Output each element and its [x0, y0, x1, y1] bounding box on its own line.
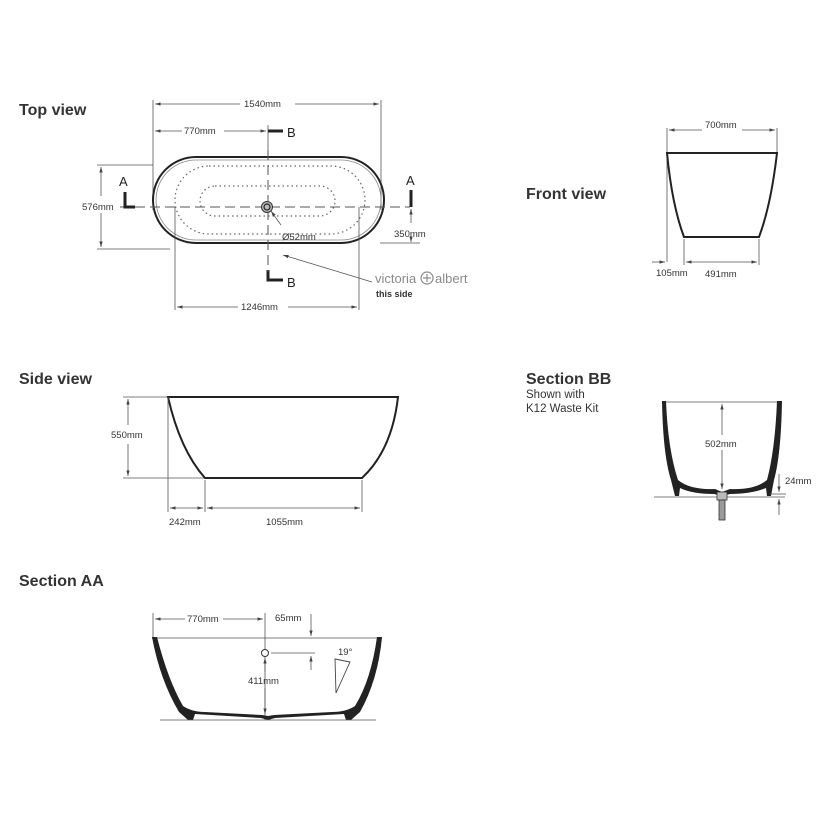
tub-front-profile	[665, 152, 779, 238]
section-bb-subtitle-1: Shown with	[526, 389, 585, 401]
dim-overall-length: 1540mm	[244, 99, 281, 110]
brand-plus-icon	[420, 271, 434, 285]
brand-name-right: albert	[435, 271, 468, 286]
section-aa-title: Section AA	[19, 573, 104, 590]
waste-outlet-inner	[263, 203, 271, 211]
brand-leader	[282, 254, 373, 283]
waste-kit-body	[716, 491, 728, 501]
dim-clearance: 24mm	[785, 476, 811, 487]
overflow-outlet	[261, 649, 269, 657]
dim-base-width: 491mm	[705, 269, 737, 280]
waste-leader	[270, 210, 282, 226]
dim-height: 550mm	[111, 430, 143, 441]
backrest-angle-indicator	[334, 658, 351, 694]
section-b-marker-bottom	[266, 270, 283, 282]
dim-width: 576mm	[82, 202, 114, 213]
dim-waste-offset: 350mm	[394, 229, 426, 240]
front-view: Front view 700mm 105mm 491mm	[526, 120, 779, 280]
dim-half-length: 770mm	[184, 126, 216, 137]
dim-overflow-height: 411mm	[248, 676, 279, 687]
dim-base-length: 1055mm	[266, 517, 303, 528]
section-bb-title: Section BB	[526, 371, 611, 388]
section-a-label-left: A	[119, 174, 128, 189]
section-aa: Section AA 770mm 65mm 411mm 19°	[19, 573, 382, 721]
section-bb-subtitle-2: K12 Waste Kit	[526, 403, 599, 415]
brand-note: this side	[376, 289, 413, 299]
dim-waste-diameter: Ø52mm	[282, 232, 316, 243]
tub-floor-outline	[199, 185, 336, 217]
tub-section-aa-wall	[152, 637, 382, 720]
dim-inner-length: 1246mm	[241, 302, 278, 313]
dim-base-offset: 105mm	[656, 268, 688, 279]
side-view: Side view 550mm 242mm 1055mm	[19, 371, 400, 528]
waste-outlet	[261, 201, 273, 213]
top-view: Top view 1540mm 770mm B B A A	[19, 99, 468, 313]
waste-kit-pipe	[718, 499, 726, 521]
section-b-label-bottom: B	[287, 275, 296, 290]
section-bb: Section BB Shown with K12 Waste Kit 502m…	[526, 371, 811, 521]
dim-top-width: 700mm	[705, 120, 737, 131]
tub-section-bb-wall	[662, 401, 782, 496]
side-view-title: Side view	[19, 371, 92, 388]
dim-depth: 502mm	[705, 439, 737, 450]
tub-basin-outline	[174, 165, 366, 235]
brand-name-left: victoria	[375, 271, 417, 286]
top-view-title: Top view	[19, 102, 87, 119]
dim-half-length: 770mm	[187, 614, 219, 625]
dim-overflow-drop: 65mm	[275, 613, 301, 624]
front-view-title: Front view	[526, 186, 607, 203]
section-a-marker-left	[123, 192, 135, 209]
section-a-label-right: A	[406, 173, 415, 188]
section-b-label-top: B	[287, 125, 296, 140]
dim-angle: 19°	[338, 647, 353, 658]
tub-side-profile	[166, 396, 400, 479]
dim-base-offset: 242mm	[169, 517, 201, 528]
